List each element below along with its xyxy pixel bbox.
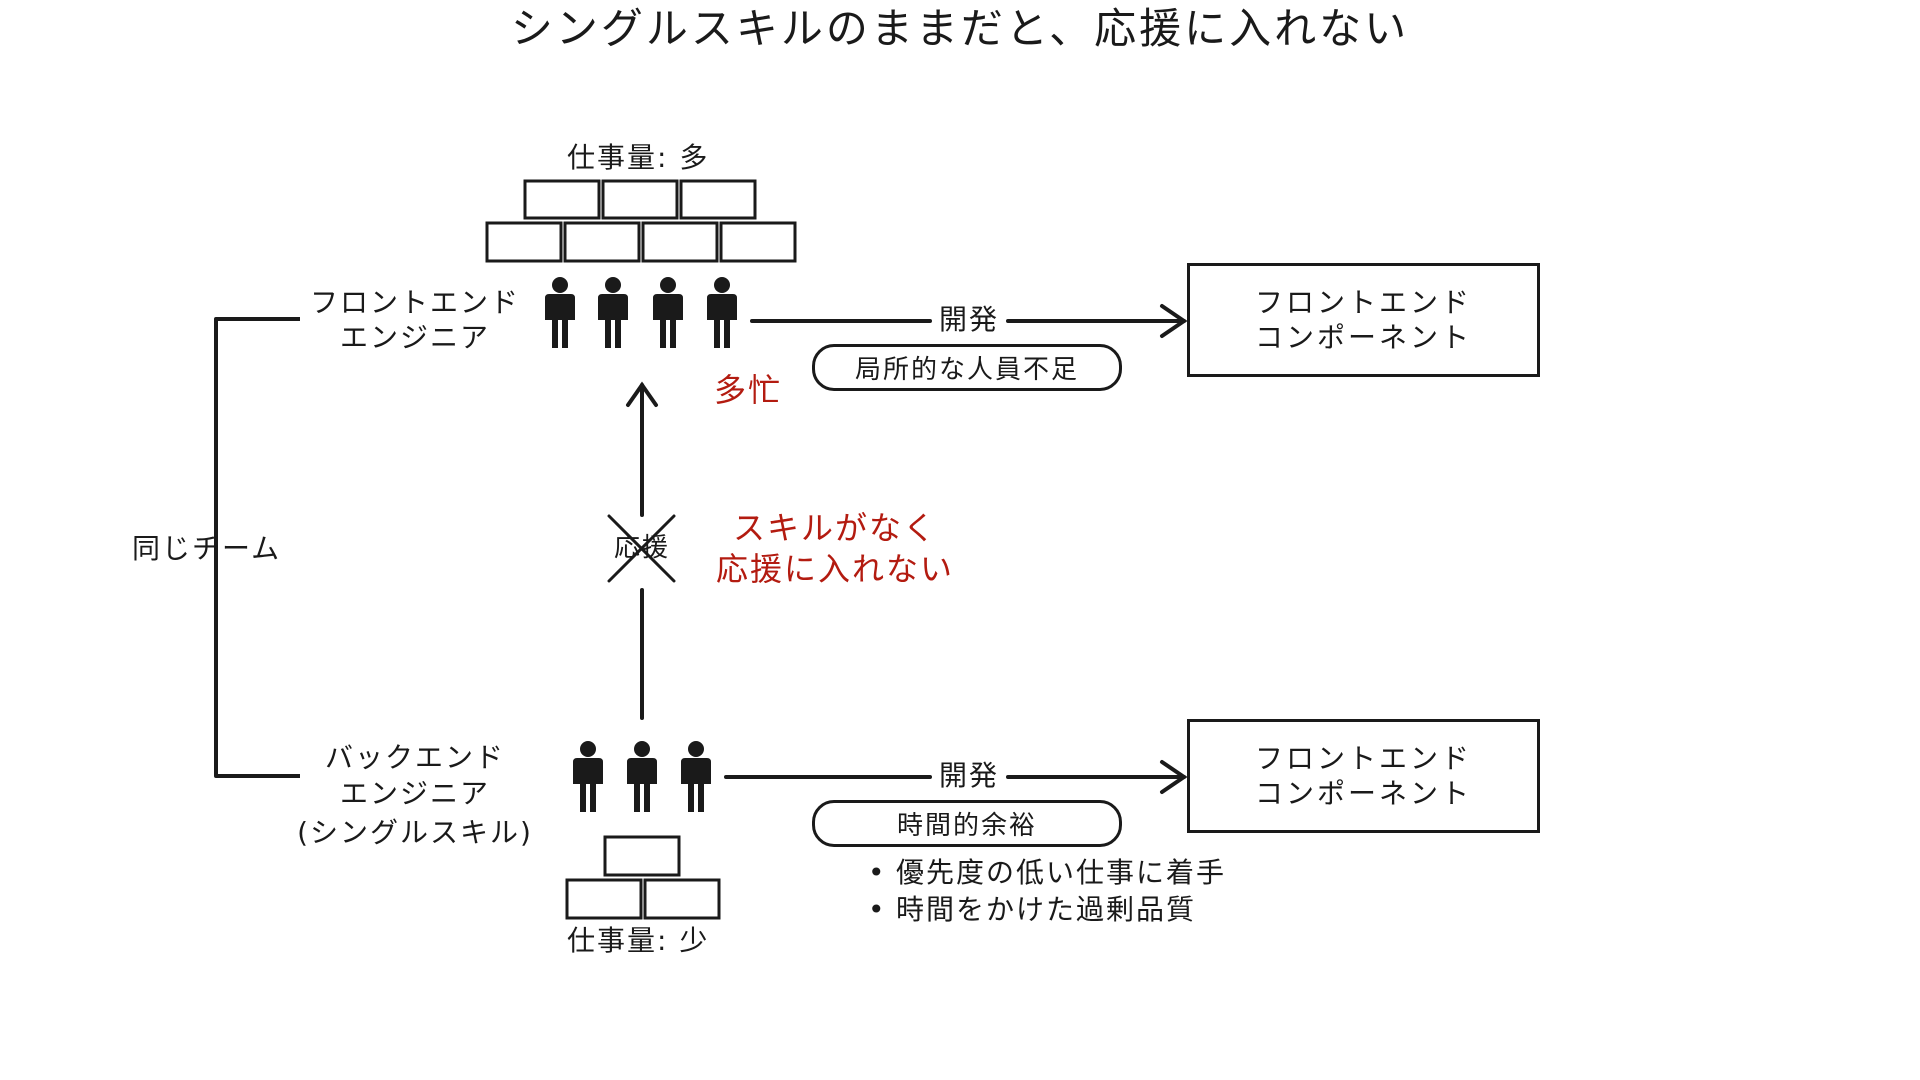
brick-icon: [601, 179, 679, 220]
staff-shortage-pill: 局所的な人員不足: [812, 344, 1122, 391]
team-label: 同じチーム: [132, 532, 282, 565]
blocked-reason-line1: スキルがなく: [732, 509, 937, 547]
frontend-dev-arrow: [750, 304, 1188, 338]
frontend-role-label-line1: フロントエンド: [309, 286, 520, 319]
frontend-engineers: [545, 277, 737, 348]
backend-role-label-line1: バックエンド: [324, 741, 505, 774]
person-icon: [627, 741, 657, 812]
brick-icon: [523, 179, 601, 220]
spare-time-text: 時間的余裕: [896, 811, 1037, 841]
blocked-reason-line2: 応援に入れない: [715, 550, 954, 588]
component-box-line2: コンポーネント: [1254, 321, 1472, 354]
brick-icon: [641, 221, 719, 263]
frontend-dev-label: 開発: [938, 303, 999, 336]
person-icon: [573, 741, 603, 812]
person-icon: [545, 277, 575, 348]
person-icon: [681, 741, 711, 812]
list-item: 優先度の低い仕事に着手: [864, 854, 1226, 891]
support-label: 応援: [613, 533, 670, 563]
consequence-list: 優先度の低い仕事に着手 時間をかけた過剰品質: [864, 854, 1226, 928]
team-bracket: [214, 317, 300, 778]
brick-icon: [485, 221, 563, 263]
frontend-workload-label: 仕事量: 多: [567, 141, 710, 174]
brick-icon: [719, 221, 797, 263]
frontend-component-box-top: フロントエンド コンポーネント: [1187, 263, 1540, 377]
busy-label: 多忙: [714, 371, 783, 409]
person-icon: [707, 277, 737, 348]
brick-icon: [679, 179, 757, 220]
backend-role-label-line2: エンジニア: [339, 777, 490, 810]
frontend-workload-bricks: [485, 179, 797, 263]
backend-dev-arrow: [724, 760, 1188, 794]
backend-workload-label: 仕事量: 少: [567, 924, 710, 957]
component-box-line2: コンポーネント: [1254, 777, 1472, 810]
brick-icon: [603, 835, 681, 877]
person-icon: [598, 277, 628, 348]
backend-engineers: [573, 741, 711, 812]
backend-role-label-line3: (シングルスキル): [297, 816, 533, 849]
person-icon: [653, 277, 683, 348]
brick-icon: [565, 878, 643, 920]
spare-time-pill: 時間的余裕: [812, 800, 1122, 847]
staff-shortage-text: 局所的な人員不足: [854, 355, 1079, 385]
cross-icon: [607, 514, 676, 583]
frontend-component-box-bottom: フロントエンド コンポーネント: [1187, 719, 1540, 833]
backend-workload-bricks: [565, 835, 721, 920]
page-title: シングルスキルのままだと、応援に入れない: [510, 4, 1410, 53]
backend-dev-label: 開発: [938, 759, 999, 792]
frontend-role-label-line2: エンジニア: [339, 321, 490, 354]
support-arrow: [626, 381, 658, 720]
brick-icon: [563, 221, 641, 263]
component-box-line1: フロントエンド: [1254, 286, 1472, 319]
list-item: 時間をかけた過剰品質: [864, 891, 1226, 928]
brick-icon: [643, 878, 721, 920]
component-box-line1: フロントエンド: [1254, 742, 1472, 775]
